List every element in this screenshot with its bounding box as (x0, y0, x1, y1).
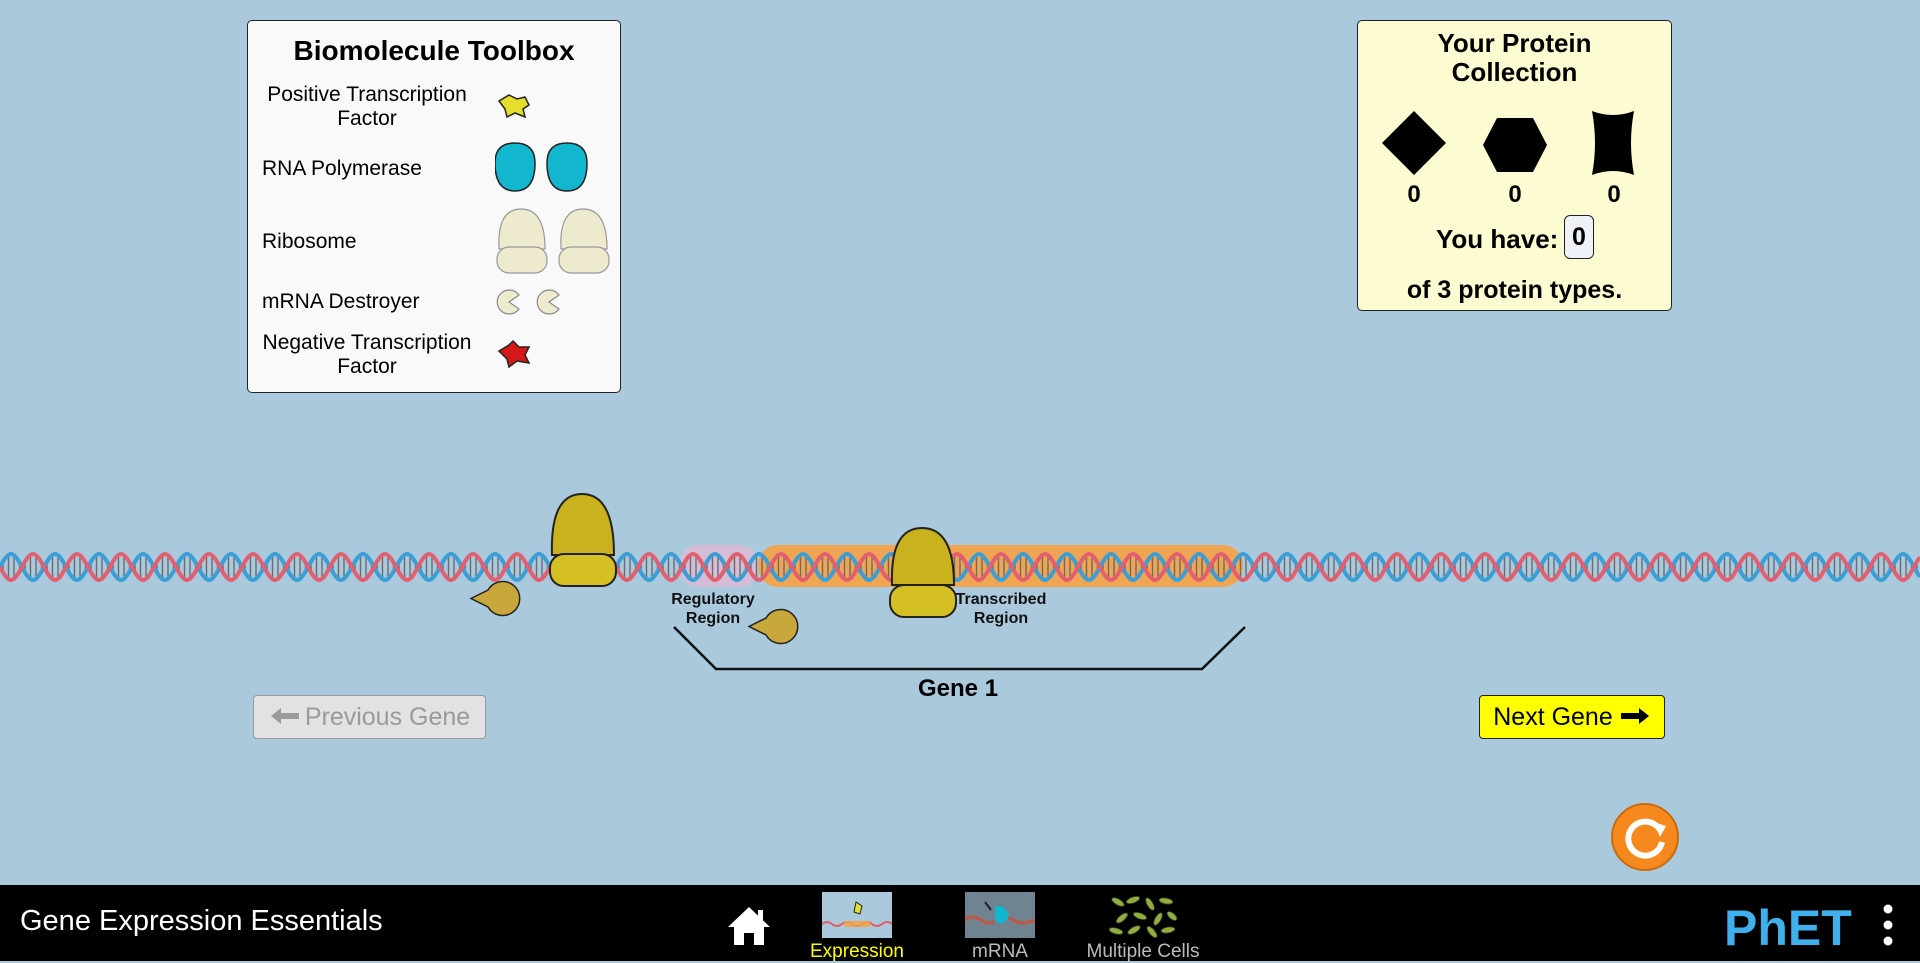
ribosome-on-dna[interactable] (889, 526, 957, 618)
regulatory-region-label: Regulatory Region (671, 591, 755, 627)
ribosome-icon[interactable] (495, 207, 610, 277)
mrna-destroyer-icon[interactable] (747, 608, 799, 645)
protein-types-count: 0 (1564, 215, 1594, 259)
expression-screen-thumbnail-icon (822, 892, 892, 938)
tab-label-expression: Expression (810, 941, 904, 962)
gene-bracket (673, 626, 1246, 671)
toolbox-label-positive-tf: Positive Transcription Factor (267, 83, 467, 130)
navigation-bar: Gene Expression Essentials Expression mR… (0, 885, 1920, 962)
transcribed-region-label: Transcribed Region (955, 591, 1047, 627)
home-icon[interactable] (726, 905, 772, 947)
dna-molecule (0, 492, 1920, 671)
diamond-protein-icon (1382, 111, 1446, 175)
reset-arrow-icon (1625, 818, 1665, 859)
toolbox-label-rna-polymerase: RNA Polymerase (262, 157, 422, 180)
dna-strand-red (0, 552, 1920, 582)
dna-base-pairs (2, 554, 1918, 580)
positive-transcription-factor-icon[interactable] (495, 91, 535, 121)
hexagon-protein-count: 0 (1508, 181, 1522, 208)
rna-polymerase-icon[interactable] (495, 141, 595, 195)
toolbox-title: Biomolecule Toolbox (293, 35, 575, 66)
previous-gene-label: Previous Gene (304, 703, 471, 731)
toolbox-label-mrna-destroyer: mRNA Destroyer (262, 290, 420, 313)
toolbox-label-negative-tf: Negative Transcription Factor (262, 331, 472, 378)
toolbox-label-ribosome: Ribosome (262, 230, 357, 253)
protein-types-total-label: of 3 protein types. (1406, 276, 1623, 304)
phet-logo[interactable]: PhET (1722, 897, 1852, 953)
gene-label: Gene 1 (918, 675, 999, 702)
ribosome-on-dna[interactable] (549, 492, 617, 587)
you-have-label: You have: (1436, 224, 1559, 254)
tab-expression[interactable]: Expression (797, 889, 917, 962)
previous-gene-button[interactable]: Previous Gene (253, 695, 486, 739)
arrow-right-icon (1619, 697, 1651, 739)
tab-multiple-cells[interactable]: Multiple Cells (1083, 889, 1203, 962)
mrna-destroyer-icon[interactable] (495, 287, 565, 317)
negative-transcription-factor-icon[interactable] (495, 339, 535, 369)
tab-label-mrna: mRNA (972, 941, 1028, 962)
arrow-left-icon (269, 697, 301, 739)
barrel-protein-count: 0 (1607, 181, 1621, 208)
app-title: Gene Expression Essentials (20, 905, 383, 937)
next-gene-label: Next Gene (1493, 703, 1613, 731)
multiple-cells-screen-thumbnail-icon (1108, 892, 1178, 938)
dna-strand-blue (0, 552, 1920, 582)
diamond-protein-count: 0 (1407, 181, 1421, 208)
tab-mrna[interactable]: mRNA (940, 889, 1060, 962)
more-options-icon[interactable] (1878, 903, 1898, 947)
mrna-screen-thumbnail-icon (965, 892, 1035, 938)
mrna-destroyer-icon[interactable] (469, 580, 521, 617)
collection-title: Your Protein Collection (1437, 28, 1592, 87)
protein-collection-panel: Your Protein Collection 0 0 0 You have: … (1357, 20, 1672, 311)
barrel-protein-icon (1592, 111, 1634, 175)
phet-logo-text: PhET (1724, 900, 1852, 953)
transcribed-region (758, 545, 1243, 587)
reset-all-button[interactable] (1610, 802, 1680, 872)
tab-label-multiple-cells: Multiple Cells (1086, 941, 1200, 962)
hexagon-protein-icon (1483, 118, 1547, 172)
biomolecule-toolbox: Biomolecule Toolbox Positive Transcripti… (247, 20, 621, 393)
next-gene-button[interactable]: Next Gene (1479, 695, 1665, 739)
